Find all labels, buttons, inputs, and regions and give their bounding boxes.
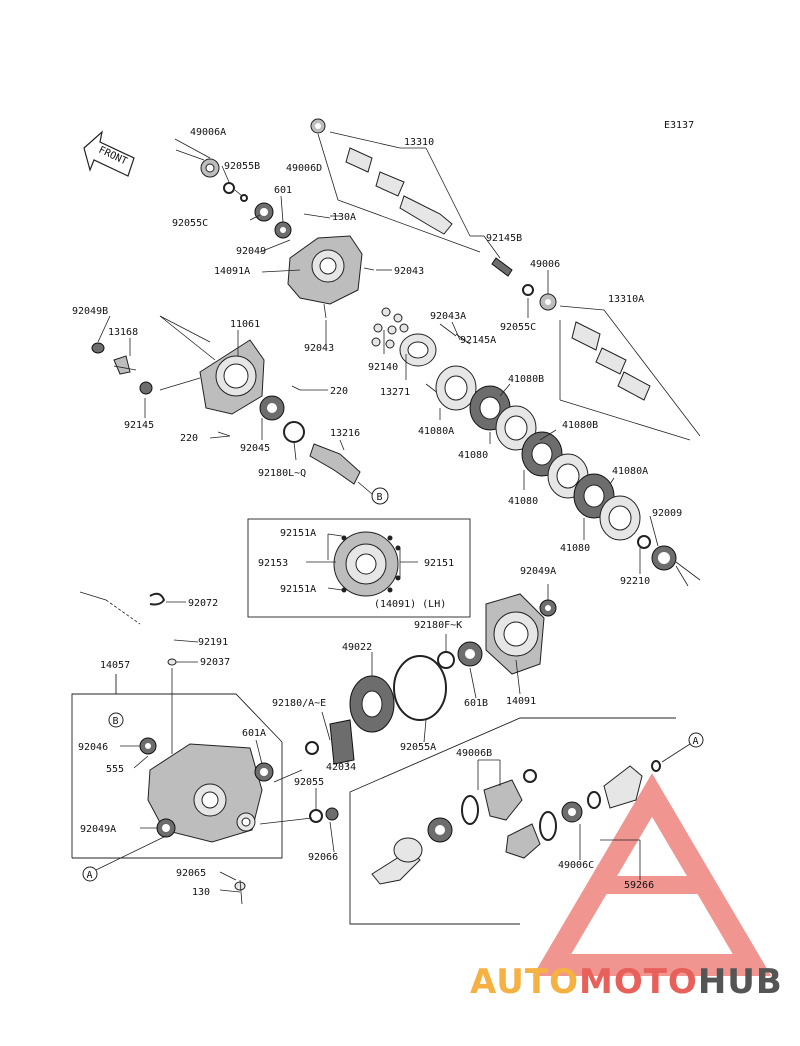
callout-b-lower-label: B [113, 716, 119, 727]
part-label-92151A-a: 92151A [280, 528, 316, 539]
part-label-92180-A-E: 92180/A~E [272, 698, 326, 709]
part-number-labels: 49006A 92055B 92055C 601 92049 130A 1409… [72, 127, 682, 898]
part-label-49006D: 49006D [286, 163, 322, 174]
lh-detail-box [247, 518, 471, 618]
part-label-92049B: 92049B [72, 306, 108, 317]
part-label-11061: 11061 [230, 319, 260, 330]
part-label-92045: 92045 [240, 443, 270, 454]
part-label-92043-a: 92043 [394, 266, 424, 277]
part-label-42034: 42034 [326, 762, 356, 773]
gear-case [139, 737, 274, 905]
watermark-text: AUTOMOTOHUB [470, 962, 783, 1002]
part-label-92191: 92191 [198, 637, 228, 648]
part-label-13216: 13216 [330, 428, 360, 439]
part-label-13310A: 13310A [608, 294, 644, 305]
part-label-92180F-K: 92180F~K [414, 620, 462, 631]
part-label-92145B: 92145B [486, 233, 522, 244]
part-label-41080-b: 41080 [508, 496, 538, 507]
clutch-pack [371, 307, 677, 571]
part-label-92151: 92151 [424, 558, 454, 569]
part-label-13310: 13310 [404, 137, 434, 148]
part-label-92043A: 92043A [430, 311, 466, 322]
part-label-92180L-Q: 92180L~Q [258, 468, 306, 479]
lh-housing [333, 531, 401, 597]
part-label-49006C: 49006C [558, 860, 594, 871]
part-label-13271: 13271 [380, 387, 410, 398]
part-label-41080B-a: 41080B [508, 374, 544, 385]
callout-b-upper-label: B [377, 492, 383, 503]
part-label-220-b: 220 [180, 433, 198, 444]
watermark-part1: AUTO [470, 962, 579, 1002]
callout-a-lower [82, 866, 98, 882]
part-label-92055A: 92055A [400, 742, 436, 753]
part-label-49006: 49006 [530, 259, 560, 270]
part-label-601B: 601B [464, 698, 488, 709]
part-label-92055: 92055 [294, 777, 324, 788]
callout-a-upper [688, 732, 704, 748]
ring-gear-group [305, 593, 557, 823]
part-label-555: 555 [106, 764, 124, 775]
callout-a-lower-label: A [87, 870, 93, 881]
part-label-14057: 14057 [100, 660, 130, 671]
watermark-part3: HUB [698, 962, 783, 1002]
callout-b-lower [108, 712, 124, 728]
part-label-92210: 92210 [620, 576, 650, 587]
part-label-13168: 13168 [108, 327, 138, 338]
part-label-92151A-b: 92151A [280, 584, 316, 595]
part-label-92046: 92046 [78, 742, 108, 753]
part-label-41080A-a: 41080A [418, 426, 454, 437]
part-label-14091A: 14091A [214, 266, 250, 277]
part-label-92049A-b: 92049A [80, 824, 116, 835]
callout-a-upper-label: A [693, 736, 699, 747]
axle-assembly [371, 760, 661, 894]
part-label-92055C-b: 92055C [500, 322, 536, 333]
part-label-601: 601 [274, 185, 292, 196]
part-label-92049A-a: 92049A [520, 566, 556, 577]
part-label-130: 130 [192, 887, 210, 898]
lh-note: (14091) (LH) [374, 599, 446, 610]
watermark-part2: MOTO [579, 962, 698, 1002]
part-label-92037: 92037 [200, 657, 230, 668]
part-label-41080-a: 41080 [458, 450, 488, 461]
part-label-130A: 130A [332, 212, 356, 223]
cable-parts [79, 591, 177, 666]
svg-text:AUTOMOTOHUB: AUTOMOTOHUB [470, 962, 783, 1002]
part-label-92153: 92153 [258, 558, 288, 569]
drive-shaft-front [310, 118, 513, 277]
part-label-92145A: 92145A [460, 335, 496, 346]
cover-assembly [91, 339, 361, 485]
part-label-601A: 601A [242, 728, 266, 739]
part-label-92065: 92065 [176, 868, 206, 879]
part-label-49006A: 49006A [190, 127, 226, 138]
part-label-92140: 92140 [368, 362, 398, 373]
part-label-41080-c: 41080 [560, 543, 590, 554]
callout-b-upper [371, 487, 389, 505]
part-label-92043-b: 92043 [304, 343, 334, 354]
part-label-41080B-b: 41080B [562, 420, 598, 431]
part-label-92066: 92066 [308, 852, 338, 863]
drive-shaft-rear [522, 284, 651, 401]
part-label-92055C: 92055C [172, 218, 208, 229]
part-label-92072: 92072 [188, 598, 218, 609]
part-label-92009: 92009 [652, 508, 682, 519]
part-label-92055B: 92055B [224, 161, 260, 172]
front-arrow-icon: FRONT [83, 130, 135, 177]
part-label-49022: 49022 [342, 642, 372, 653]
part-label-220-a: 220 [330, 386, 348, 397]
part-label-92145: 92145 [124, 420, 154, 431]
part-label-14091: 14091 [506, 696, 536, 707]
part-label-41080A-b: 41080A [612, 466, 648, 477]
diagram-code: E3137 [664, 120, 694, 131]
part-label-49006B: 49006B [456, 748, 492, 759]
part-label-92049: 92049 [236, 246, 266, 257]
part-label-59266: 59266 [624, 880, 654, 891]
top-left-assembly [200, 158, 375, 319]
